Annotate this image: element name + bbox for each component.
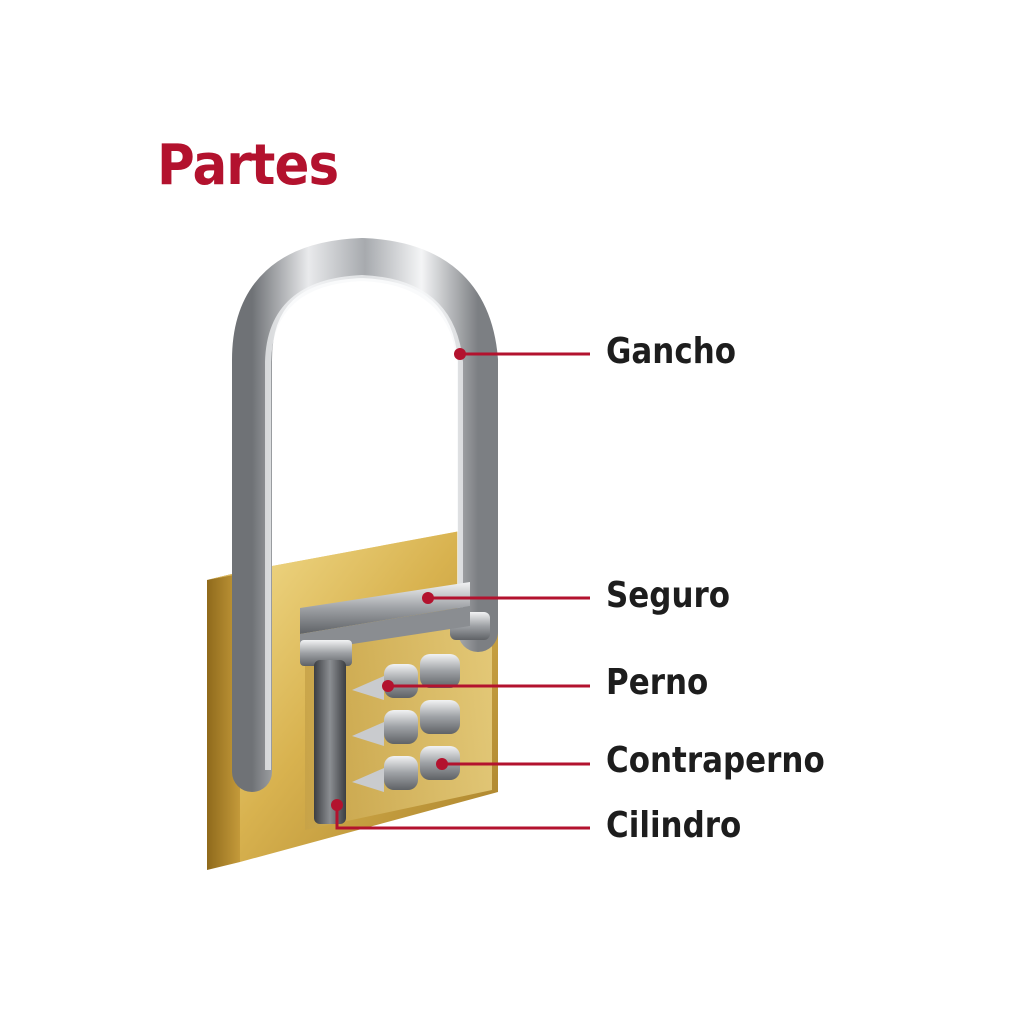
pin-row-2: [352, 700, 460, 746]
shackle-outer: [232, 237, 498, 792]
cylinder-head: [300, 640, 352, 666]
callout-dot-seguro: [422, 592, 434, 604]
callout-dot-cilindro: [331, 799, 343, 811]
page-title: Partes: [157, 133, 339, 198]
callout-dot-contraperno: [436, 758, 448, 770]
lock-body-side: [207, 572, 240, 870]
part-label-contraperno: Contraperno: [606, 740, 825, 781]
cylinder-shaft: [314, 660, 346, 824]
part-label-perno: Perno: [606, 662, 709, 703]
callout-dot-perno: [382, 680, 394, 692]
part-label-gancho: Gancho: [606, 331, 737, 372]
part-label-cilindro: Cilindro: [606, 805, 742, 846]
callout-dot-gancho: [454, 348, 466, 360]
part-label-seguro: Seguro: [606, 575, 731, 616]
callout-line-cilindro: [335, 805, 590, 830]
shackle-highlight: [265, 274, 463, 770]
pin-row-1: [352, 654, 460, 700]
